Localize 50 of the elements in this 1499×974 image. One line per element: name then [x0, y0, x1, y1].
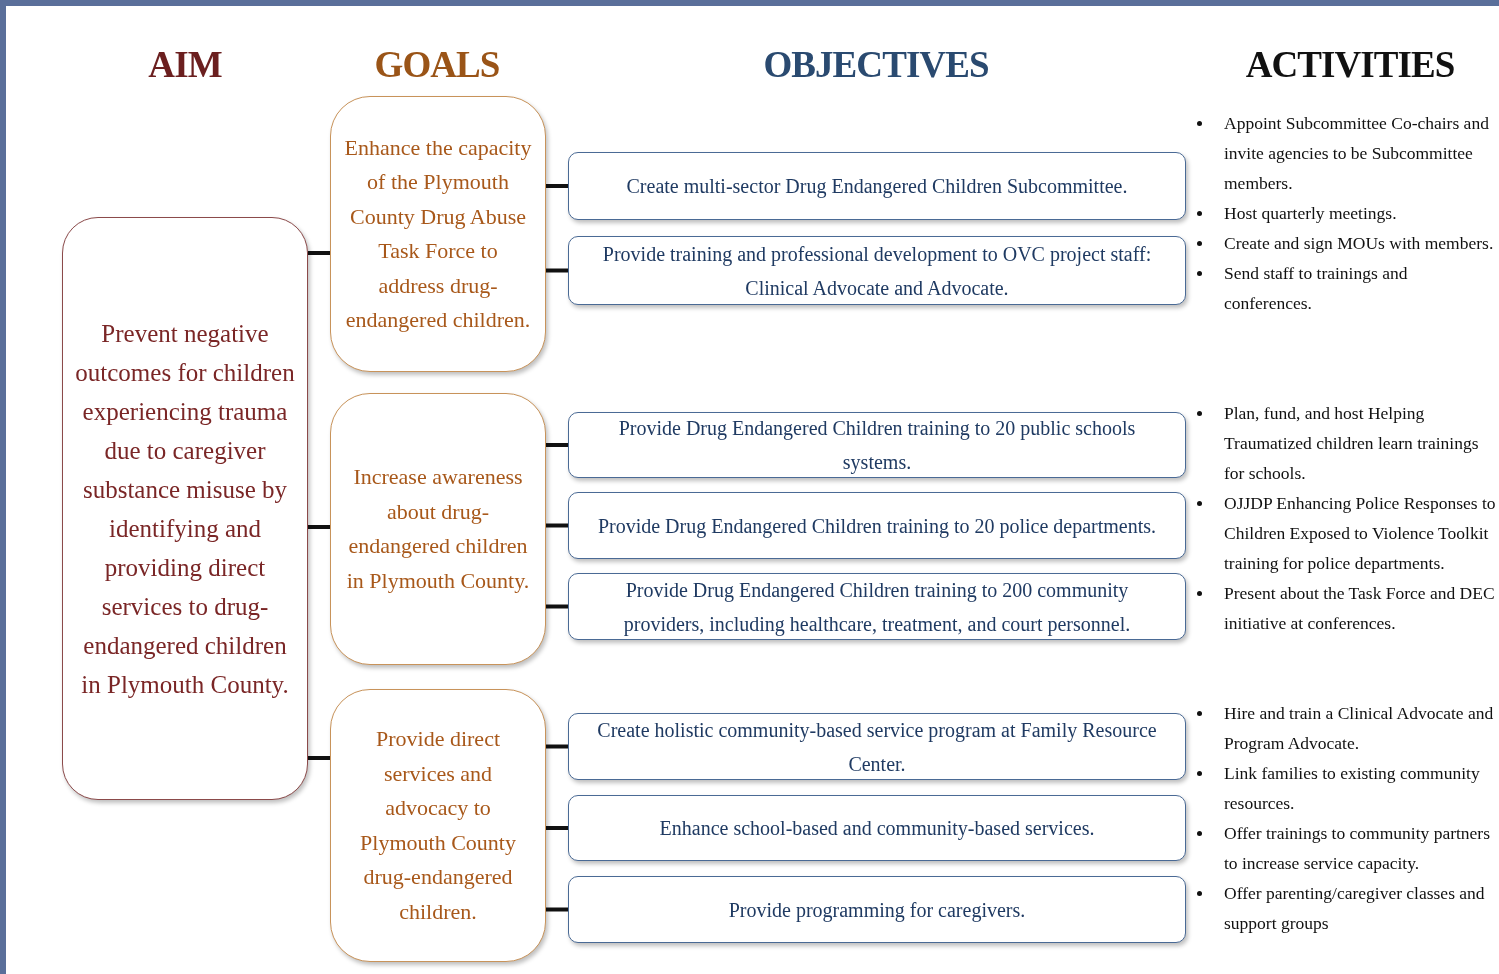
- goal-box: [330, 689, 546, 962]
- activity-text: Present about the Task Force and DEC initiative at conferences.: [1224, 582, 1496, 635]
- activity-text: Host quarterly meetings.: [1224, 202, 1397, 225]
- activity-text: Plan, fund, and host Helping Traumatized children learn trainings for schools.: [1224, 402, 1480, 485]
- connector-line: [546, 826, 568, 830]
- activity-text: Appoint Subcommittee Co-chairs and invite agencies to be Subcommittee members.: [1224, 112, 1490, 195]
- aim-box: [62, 217, 308, 800]
- activity-text: Link families to existing community resources.: [1224, 762, 1481, 815]
- column-heading: AIM: [148, 43, 222, 87]
- connector-line: [308, 251, 330, 255]
- objective-box: [568, 795, 1186, 861]
- box-text: Enhance school-based and community-based services.: [659, 816, 1095, 842]
- activity-text: Send staff to trainings and conferences.: [1224, 262, 1409, 315]
- column-heading: ACTIVITIES: [1245, 43, 1455, 87]
- objective-box: [568, 236, 1186, 305]
- box-text: Increase awareness about drug-endangered children in Plymouth County.: [345, 463, 531, 595]
- objective-box: [568, 152, 1186, 220]
- box-text: Provide training and professional development to OVC project staff: Clinical Advocate and Advocate.: [601, 241, 1153, 301]
- objective-box: [568, 492, 1186, 559]
- box-text: Enhance the capacity of the Plymouth County Drug Abuse Task Force to address drug-endangered children.: [343, 133, 533, 334]
- objective-box: [568, 573, 1186, 640]
- activity-text: Hire and train a Clinical Advocate and Program Advocate.: [1224, 702, 1495, 755]
- objective-box: [568, 713, 1186, 780]
- goal-box: [330, 393, 546, 665]
- box-text: Create multi-sector Drug Endangered Children Subcommittee.: [626, 174, 1128, 200]
- activity-text: OJJDP Enhancing Police Responses to Children Exposed to Violence Toolkit training for police departments.: [1224, 492, 1497, 575]
- column-heading: GOALS: [374, 43, 500, 87]
- box-text: Provide Drug Endangered Children training to 200 community providers, including healthcare, treatment, and court personnel.: [622, 577, 1132, 638]
- box-text: Prevent negative outcomes for children experiencing trauma due to caregiver substance misuse by identifying and providing direct services to drug-endangered children in Plymouth County.: [75, 318, 295, 700]
- box-text: Provide programming for caregivers.: [728, 897, 1026, 924]
- connector-line: [546, 268, 568, 273]
- objective-box: [568, 876, 1186, 943]
- box-text: Create holistic community-based service program at Family Resource Center.: [596, 717, 1158, 777]
- box-text: Provide Drug Endangered Children training to 20 police departments.: [597, 513, 1157, 540]
- activity-text: Offer trainings to community partners to increase service capacity.: [1224, 822, 1491, 875]
- activity-text: Create and sign MOUs with members.: [1224, 232, 1494, 255]
- connector-line: [546, 523, 568, 528]
- connector-line: [546, 604, 568, 609]
- connector-line: [546, 744, 568, 749]
- connector-line: [308, 525, 330, 529]
- box-text: Provide direct services and advocacy to Plymouth County drug-endangered children.: [359, 725, 517, 926]
- objective-box: [568, 412, 1186, 478]
- connector-line: [546, 443, 568, 447]
- activity-text: Offer parenting/caregiver classes and support groups: [1224, 882, 1486, 935]
- connector-line: [546, 907, 568, 912]
- box-text: Provide Drug Endangered Children training to 20 public schools systems.: [617, 416, 1137, 476]
- connector-line: [546, 184, 568, 188]
- goal-box: [330, 96, 546, 372]
- column-heading: OBJECTIVES: [763, 43, 989, 87]
- connector-line: [308, 756, 330, 760]
